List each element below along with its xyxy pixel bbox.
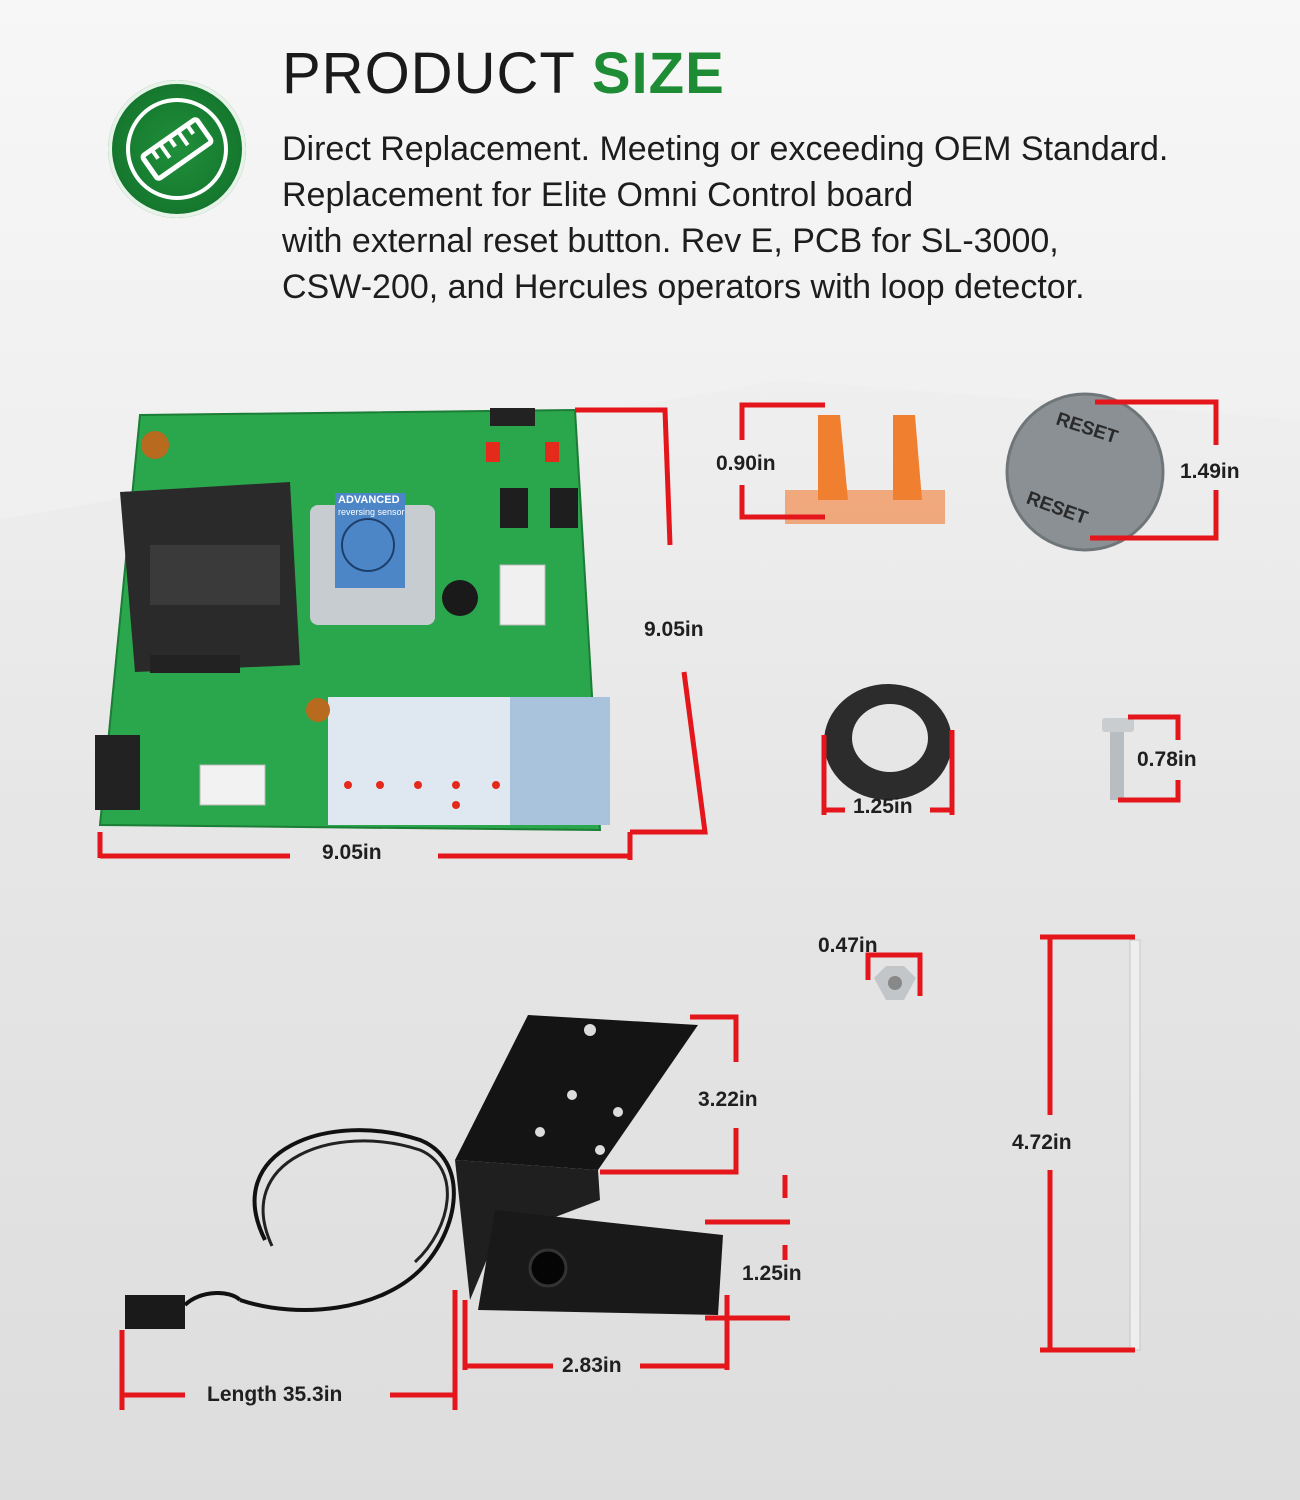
zip-tie-image: [1129, 939, 1141, 1351]
description-line: with external reset button. Rev E, PCB f…: [282, 222, 1059, 260]
product-description: Direct Replacement. Meeting or exceeding…: [282, 126, 1272, 310]
badge-ring: [126, 98, 228, 200]
bracket-height-label: 3.22in: [698, 1088, 758, 1111]
bracket-width-label: 2.83in: [562, 1354, 622, 1377]
title-plain: PRODUCT: [282, 41, 575, 106]
reset-dimension-lines: [1090, 399, 1219, 541]
ruler-badge: [108, 80, 246, 218]
board-dimension-lines: [97, 407, 708, 860]
nut-dimension-lines: [865, 952, 923, 996]
zip-tie-length-label: 4.72in: [1012, 1131, 1072, 1154]
zip-tie-dimension-lines: [1040, 934, 1135, 1353]
page-title: PRODUCT SIZE: [282, 40, 725, 107]
nut-width-label: 0.47in: [818, 934, 878, 957]
reset-sticker-image: [1005, 392, 1165, 552]
board-height-label: 9.05in: [644, 618, 704, 641]
terminal-height-label: 0.90in: [716, 452, 776, 475]
description-line: Replacement for Elite Omni Control board: [282, 176, 914, 214]
description-line: Direct Replacement. Meeting or exceeding…: [282, 130, 1169, 168]
screw-dimension-lines: [1118, 714, 1181, 803]
ruler-icon: [140, 117, 214, 181]
nut-image: [874, 966, 916, 1000]
bracket-dimension-lines: [119, 1014, 790, 1410]
screw-image: [1102, 718, 1134, 800]
reset-diameter-label: 1.49in: [1180, 460, 1240, 483]
screw-length-label: 0.78in: [1137, 748, 1197, 771]
grommet-width-label: 1.25in: [853, 795, 913, 818]
bracket-image: [125, 1015, 723, 1329]
board-width-label: 9.05in: [322, 841, 382, 864]
title-accent: SIZE: [591, 41, 725, 106]
terminal-image: [785, 415, 945, 524]
cable-length-label: Length 35.3in: [207, 1383, 343, 1406]
description-line: CSW-200, and Hercules operators with loo…: [282, 268, 1085, 306]
terminal-dimension-lines: [739, 402, 825, 520]
sticker-title: ADVANCED: [338, 494, 400, 506]
grommet-image: [824, 684, 952, 800]
grommet-dimension-lines: [821, 730, 955, 815]
bracket-depth-label: 1.25in: [742, 1262, 802, 1285]
control-board-image: [95, 408, 610, 832]
sticker-subtitle: reversing sensor: [338, 507, 405, 517]
